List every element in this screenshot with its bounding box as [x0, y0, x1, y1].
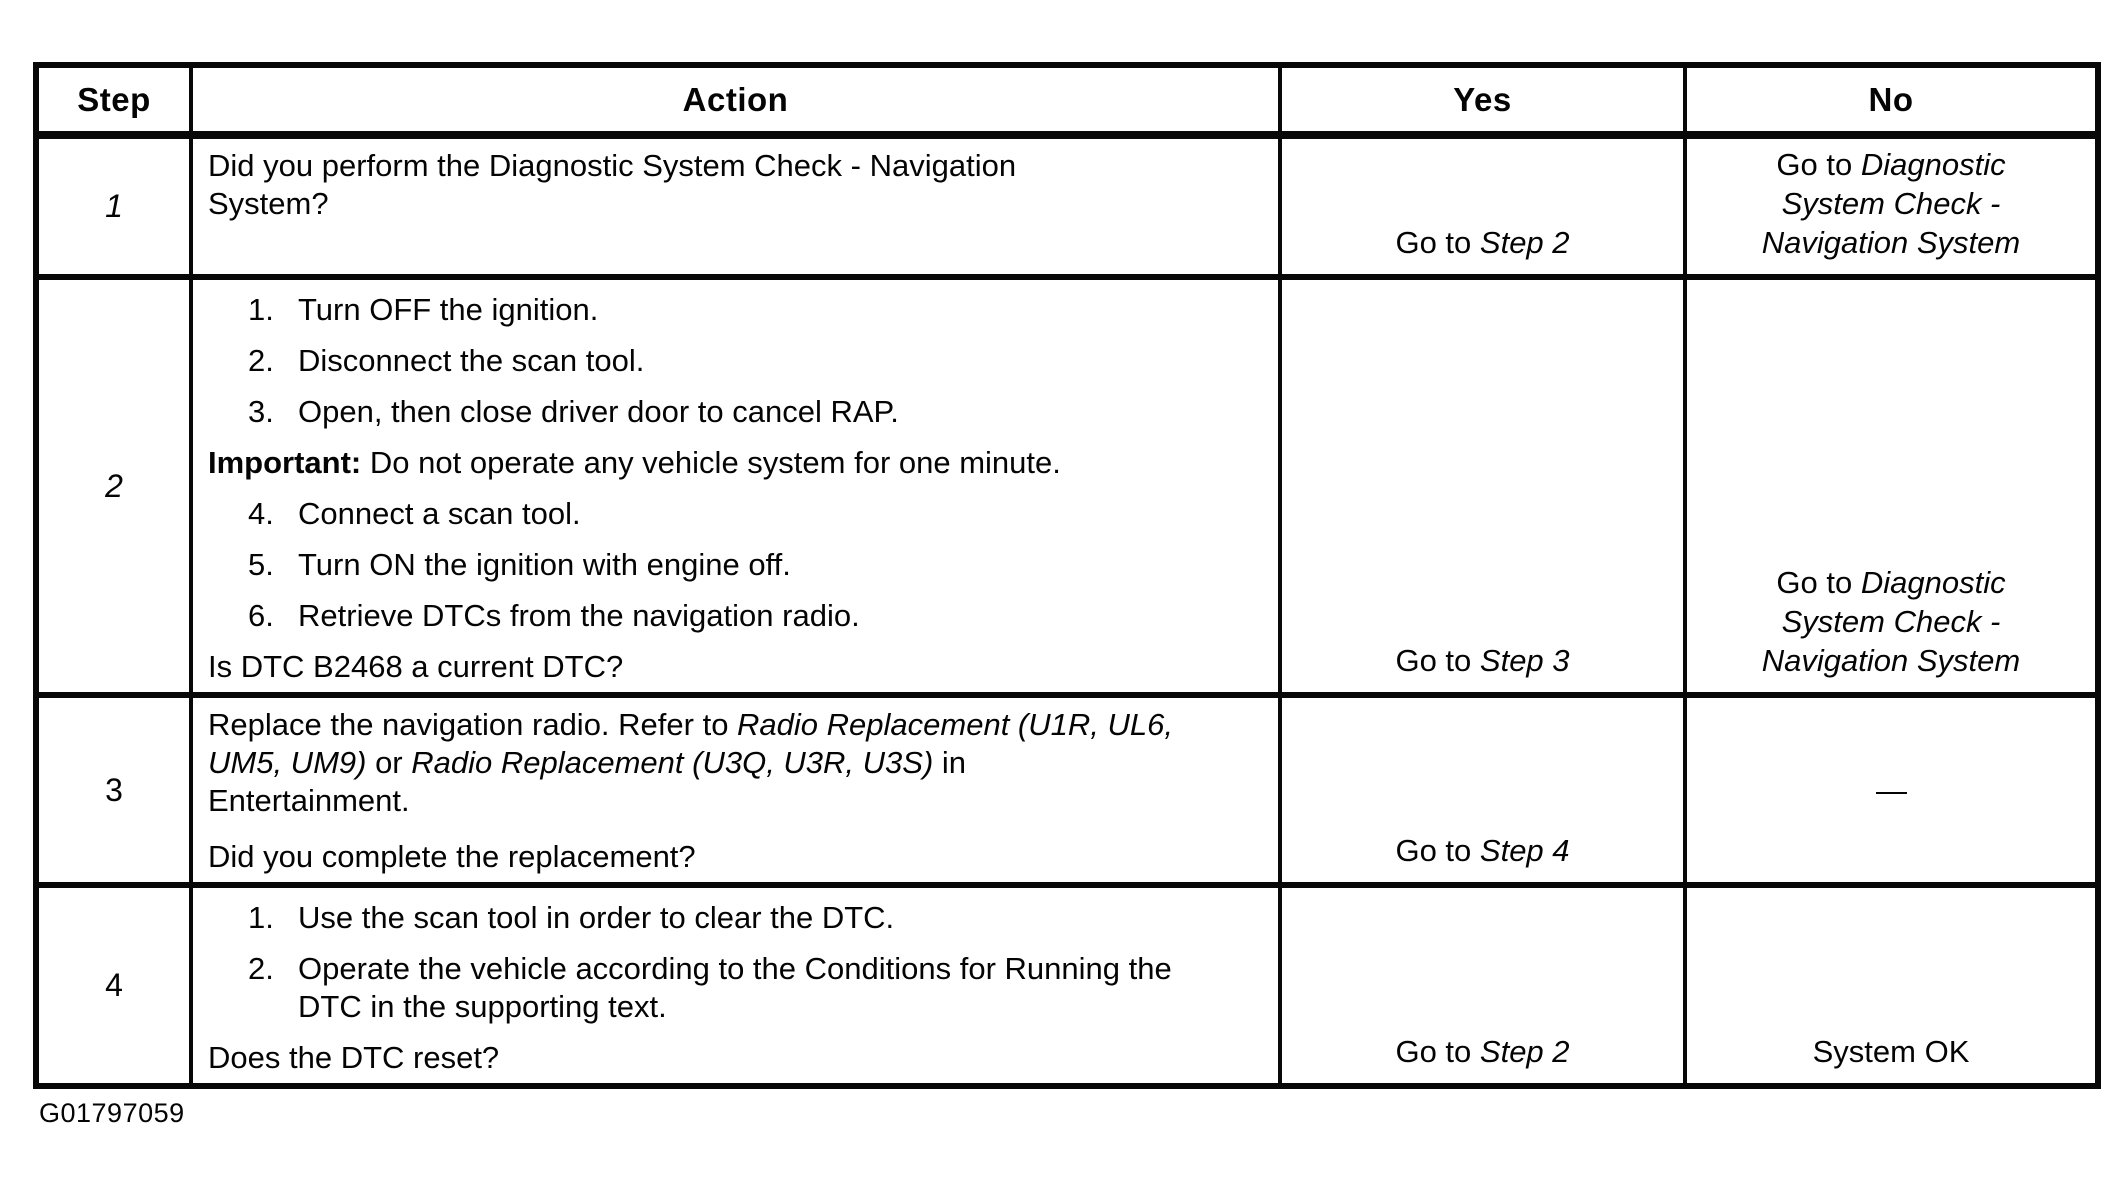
- table-row-step-3: 3 Replace the navigation radio. Refer to…: [34, 692, 2100, 888]
- em-dash: —: [1876, 772, 1907, 808]
- item-text: Turn ON the ignition with engine off.: [298, 547, 791, 582]
- item-text: Disconnect the scan tool.: [298, 343, 645, 378]
- action-step-item: 1. Use the scan tool in order to clear t…: [208, 899, 1266, 937]
- action-step-item: 6. Retrieve DTCs from the navigation rad…: [208, 597, 1266, 635]
- yes-cell: Go to Step 3: [1278, 274, 1687, 698]
- goto-reference: Step 4: [1479, 833, 1570, 868]
- action-cell: 1. Use the scan tool in order to clear t…: [189, 882, 1282, 1089]
- item-number: 2.: [248, 951, 274, 986]
- table-row-step-4: 4 1. Use the scan tool in order to clear…: [34, 882, 2100, 1089]
- goto-prefix: Go to: [1776, 147, 1861, 182]
- goto-prefix: Go to: [1776, 565, 1861, 600]
- action-paragraph: Replace the navigation radio. Refer to R…: [208, 706, 1173, 820]
- action-cell: Did you perform the Diagnostic System Ch…: [189, 132, 1282, 280]
- action-cell: Replace the navigation radio. Refer to R…: [189, 692, 1282, 888]
- action-step-item: 5. Turn ON the ignition with engine off.: [208, 546, 1266, 584]
- no-cell: —: [1683, 692, 2100, 888]
- column-header-yes: Yes: [1278, 62, 1687, 139]
- item-text: Retrieve DTCs from the navigation radio.: [298, 598, 860, 633]
- goto-prefix: Go to: [1395, 1034, 1480, 1069]
- item-text: Open, then close driver door to cancel R…: [298, 394, 899, 429]
- header-row: Step Action Yes No: [34, 62, 2100, 139]
- goto-prefix: Go to: [1395, 643, 1480, 678]
- goto-reference: Step 3: [1479, 643, 1570, 678]
- item-text: Turn OFF the ignition.: [298, 292, 599, 327]
- action-question: Does the DTC reset?: [208, 1040, 500, 1075]
- action-step-item: 3. Open, then close driver door to cance…: [208, 393, 1266, 431]
- paragraph-text: or: [366, 745, 412, 780]
- goto-prefix: Go to: [1395, 833, 1480, 868]
- goto-prefix: Go to: [1395, 225, 1480, 260]
- document-reference: Radio Replacement (U1R, UL6, UM5, UM9): [208, 707, 1173, 780]
- goto-reference: Step 2: [1479, 225, 1570, 260]
- no-cell: Go to Diagnostic System Check - Navigati…: [1683, 274, 2100, 698]
- column-header-step: Step: [34, 62, 193, 139]
- yes-cell: Go to Step 4: [1278, 692, 1687, 888]
- paragraph-text: Replace the navigation radio. Refer to: [208, 707, 738, 742]
- action-step-item: 2. Operate the vehicle according to the …: [208, 950, 1266, 1026]
- table-row-step-1: 1 Did you perform the Diagnostic System …: [34, 132, 2100, 280]
- no-cell: Go to Diagnostic System Check - Navigati…: [1683, 132, 2100, 280]
- goto-reference: Diagnostic System Check - Navigation Sys…: [1761, 565, 2021, 678]
- goto-reference: Step 2: [1479, 1034, 1570, 1069]
- step-number: 3: [34, 692, 193, 888]
- item-number: 2.: [248, 343, 274, 378]
- action-cell: 1. Turn OFF the ignition. 2. Disconnect …: [189, 274, 1282, 698]
- yes-cell: Go to Step 2: [1278, 132, 1687, 280]
- diagnostic-table: Step Action Yes No 1 Did you perform the…: [33, 62, 2101, 1089]
- step-number: 2: [34, 274, 193, 698]
- goto-text: Go to Diagnostic System Check - Navigati…: [1753, 563, 2029, 680]
- no-cell: System OK: [1683, 882, 2100, 1089]
- step-number: 4: [34, 882, 193, 1089]
- action-question: Did you complete the replacement?: [208, 839, 696, 874]
- item-text: Operate the vehicle according to the Con…: [298, 951, 1172, 1024]
- goto-text: Go to Diagnostic System Check - Navigati…: [1753, 145, 2029, 262]
- important-label: Important:: [208, 445, 362, 480]
- action-step-item: 4. Connect a scan tool.: [208, 495, 1266, 533]
- important-note: Important: Do not operate any vehicle sy…: [208, 444, 1266, 482]
- item-number: 5.: [248, 547, 274, 582]
- column-header-no: No: [1683, 62, 2100, 139]
- action-step-item: 1. Turn OFF the ignition.: [208, 291, 1266, 329]
- item-number: 6.: [248, 598, 274, 633]
- goto-reference: Diagnostic System Check - Navigation Sys…: [1761, 147, 2021, 260]
- item-number: 1.: [248, 292, 274, 327]
- table-row-step-2: 2 1. Turn OFF the ignition. 2. Disconnec…: [34, 274, 2100, 698]
- yes-cell: Go to Step 2: [1278, 882, 1687, 1089]
- important-text: Do not operate any vehicle system for on…: [369, 445, 1061, 480]
- result-text: System OK: [1812, 1034, 1970, 1069]
- item-number: 1.: [248, 900, 274, 935]
- action-step-item: 2. Disconnect the scan tool.: [208, 342, 1266, 380]
- step-number: 1: [34, 132, 193, 280]
- document-reference: Radio Replacement (U3Q, U3R, U3S): [411, 745, 934, 780]
- paragraph-text: in Entertainment.: [208, 745, 967, 818]
- item-number: 3.: [248, 394, 274, 429]
- action-question: Did you perform the Diagnostic System Ch…: [208, 148, 1017, 221]
- item-number: 4.: [248, 496, 274, 531]
- item-text: Connect a scan tool.: [298, 496, 581, 531]
- figure-id-caption: G01797059: [39, 1098, 185, 1128]
- action-question: Is DTC B2468 a current DTC?: [208, 649, 624, 684]
- item-text: Use the scan tool in order to clear the …: [298, 900, 895, 935]
- column-header-action: Action: [189, 62, 1282, 139]
